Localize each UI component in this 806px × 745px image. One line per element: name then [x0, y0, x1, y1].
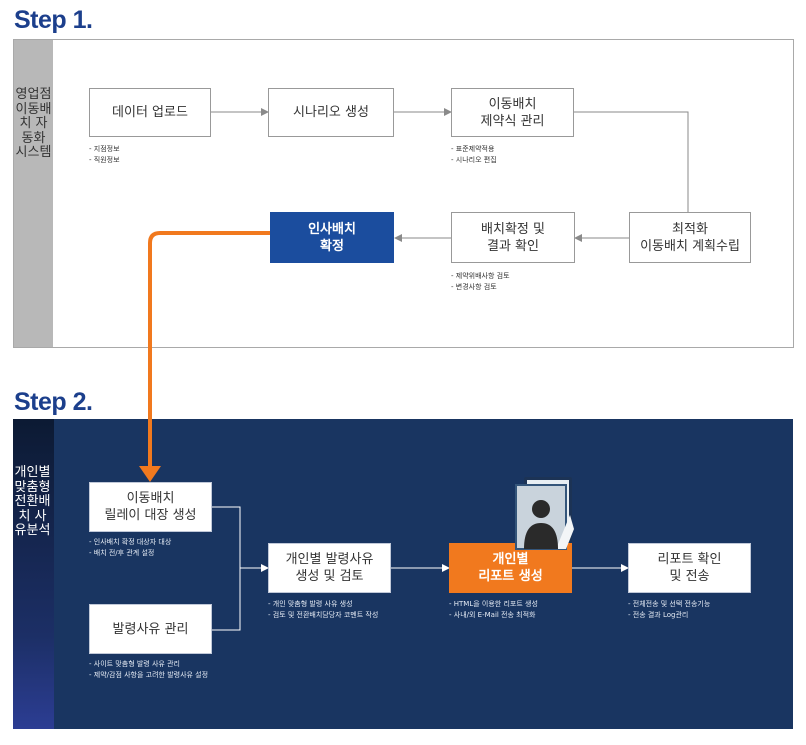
box-report-generate: 개인별 리포트 생성 [449, 543, 572, 593]
notes-send: 전체전송 및 선택 전송기능 전송 결과 Log관리 [628, 599, 711, 621]
bracket-reason-mgmt [212, 568, 241, 631]
notes-reason-mgmt: 사이트 맞춤형 발령 사유 관리 제약/감점 사항을 고려한 발령사유 설정 [89, 659, 208, 681]
orange-link-hr-to-relay [139, 231, 270, 482]
box-scenario-create: 시나리오 생성 [268, 88, 394, 137]
step2-title: Step 2. [14, 388, 93, 416]
box-reason-mgmt: 발령사유 관리 [89, 604, 212, 654]
note-item: 지점정보 [89, 144, 120, 155]
notes-constraint: 표준제약적용 시나리오 편집 [451, 144, 497, 166]
notes-report: HTML을 이용한 리포트 생성 사내/외 E-Mail 전송 최적화 [449, 599, 538, 621]
note-item: 변경사항 검토 [451, 282, 510, 293]
note-item: 배치 전/후 관계 설정 [89, 548, 171, 559]
box-hr-confirm: 인사배치 확정 [270, 212, 394, 263]
box-constraint-mgmt: 이동배치 제약식 관리 [451, 88, 574, 137]
note-item: 전송 결과 Log관리 [628, 610, 710, 621]
note-item: 시나리오 편집 [451, 155, 497, 166]
note-item: 전체전송 및 선택 전송기능 [628, 599, 711, 610]
step2-side-label: 개인별 맞춤형 전환배치 사유분석 [14, 465, 51, 539]
note-item: 인사배치 확정 대상자 대상 [89, 537, 172, 548]
note-item: 검토 및 전환배치담당자 코멘트 작성 [268, 610, 379, 621]
box-confirm-check: 배치확정 및 결과 확인 [451, 212, 575, 263]
document-folder-person-icon [515, 477, 574, 550]
box-relay-ledger: 이동배치 릴레이 대장 생성 [89, 482, 212, 532]
note-item: 개인 맞춤형 발령 사유 생성 [268, 599, 378, 610]
note-item: 제약위배사항 검토 [451, 271, 510, 282]
notes-upload: 지점정보 직원정보 [89, 144, 120, 166]
note-item: 표준제약적용 [451, 144, 497, 155]
note-item: 사내/외 E-Mail 전송 최적화 [449, 610, 538, 621]
notes-relay: 인사배치 확정 대상자 대상 배치 전/후 관계 설정 [89, 537, 172, 559]
step1-side-label: 영업점 이동배치 자동화 시스템 [15, 87, 52, 161]
note-item: 제약/감점 사항을 고려한 발령사유 설정 [89, 670, 208, 681]
box-optimize-plan: 최적화 이동배치 계획수립 [629, 212, 751, 263]
box-report-send: 리포트 확인 및 전송 [628, 543, 751, 593]
notes-reason-generate: 개인 맞춤형 발령 사유 생성 검토 및 전환배치담당자 코멘트 작성 [268, 599, 379, 621]
bracket-relay [212, 506, 241, 568]
note-item: 사이트 맞춤형 발령 사유 관리 [89, 659, 208, 670]
box-reason-generate: 개인별 발령사유 생성 및 검토 [268, 543, 391, 593]
step2-side-bar: 개인별 맞춤형 전환배치 사유분석 [13, 419, 54, 729]
step1-title: Step 1. [14, 6, 93, 34]
note-item: HTML을 이용한 리포트 생성 [449, 599, 538, 610]
notes-confirm-check: 제약위배사항 검토 변경사항 검토 [451, 271, 510, 293]
step1-side-bar: 영업점 이동배치 자동화 시스템 [14, 40, 53, 347]
box-data-upload: 데이터 업로드 [89, 88, 211, 137]
arrow-constraint-optimize [574, 111, 689, 212]
note-item: 직원정보 [89, 155, 120, 166]
